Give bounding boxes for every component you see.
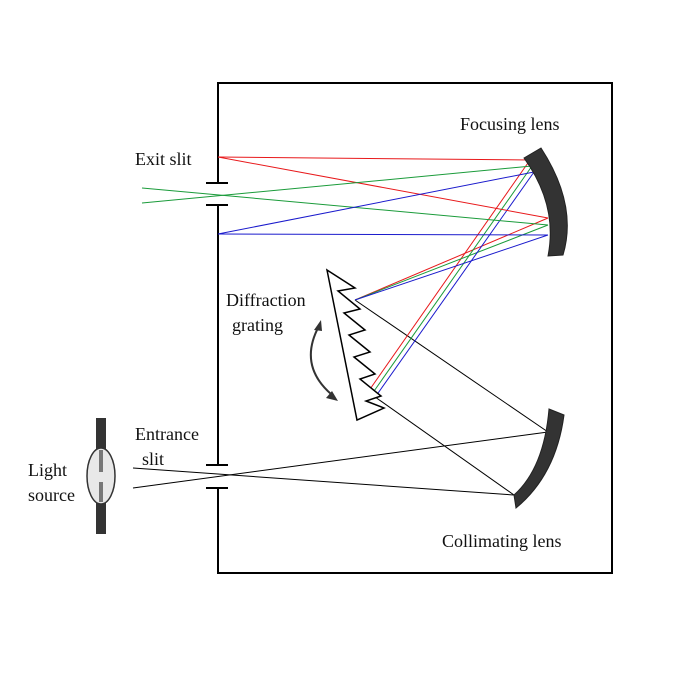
white-ray xyxy=(132,431,549,489)
rotation-arrow-head-bottom xyxy=(326,391,338,401)
white-light-rays xyxy=(132,299,549,496)
housing-outline xyxy=(217,82,613,574)
green-ray xyxy=(371,165,533,395)
light-source-label-line1: Light xyxy=(28,460,67,480)
entrance-slit-label-line1: Entrance xyxy=(135,424,199,444)
green-ray xyxy=(354,224,549,301)
rotation-arrow-arc xyxy=(309,325,332,395)
exit-slit-label: Exit slit xyxy=(135,149,192,169)
red-ray xyxy=(367,159,531,393)
lamp-filament-lower xyxy=(99,482,103,502)
light-source-label-line2: source xyxy=(28,485,75,505)
focusing-lens xyxy=(523,147,568,257)
focused-rays-to-exit-slit xyxy=(141,156,549,236)
green-ray xyxy=(141,187,549,226)
lamp-top-post xyxy=(96,418,106,450)
white-ray xyxy=(354,299,549,433)
entrance-slit xyxy=(206,464,228,489)
lamp-bottom-post xyxy=(96,500,106,534)
rotation-arrow xyxy=(309,320,338,401)
red-ray xyxy=(354,217,549,301)
blue-ray xyxy=(375,171,535,397)
light-source-lamp xyxy=(86,418,116,534)
diffraction-grating-label-line1: Diffraction xyxy=(226,290,306,310)
white-ray xyxy=(367,391,515,496)
focusing-lens-label: Focusing lens xyxy=(460,114,560,134)
blue-ray xyxy=(217,171,535,235)
diffraction-grating xyxy=(325,268,386,422)
lamp-filament-upper xyxy=(99,450,103,472)
red-ray xyxy=(217,156,549,219)
blue-ray xyxy=(354,234,549,301)
diffraction-grating-label-line2: grating xyxy=(232,315,283,335)
lamp-bulb xyxy=(86,447,116,505)
blue-ray xyxy=(217,233,549,236)
white-ray xyxy=(132,467,515,496)
red-ray xyxy=(217,156,531,161)
collimating-lens xyxy=(513,408,565,509)
dispersed-rays-to-focusing-lens xyxy=(354,159,549,397)
green-ray xyxy=(141,165,533,204)
exit-slit xyxy=(206,182,228,206)
entrance-slit-label-line2: slit xyxy=(142,449,164,469)
instrument-housing xyxy=(217,82,613,574)
rotation-arrow-head-top xyxy=(314,320,322,331)
collimating-lens-label: Collimating lens xyxy=(442,531,562,551)
